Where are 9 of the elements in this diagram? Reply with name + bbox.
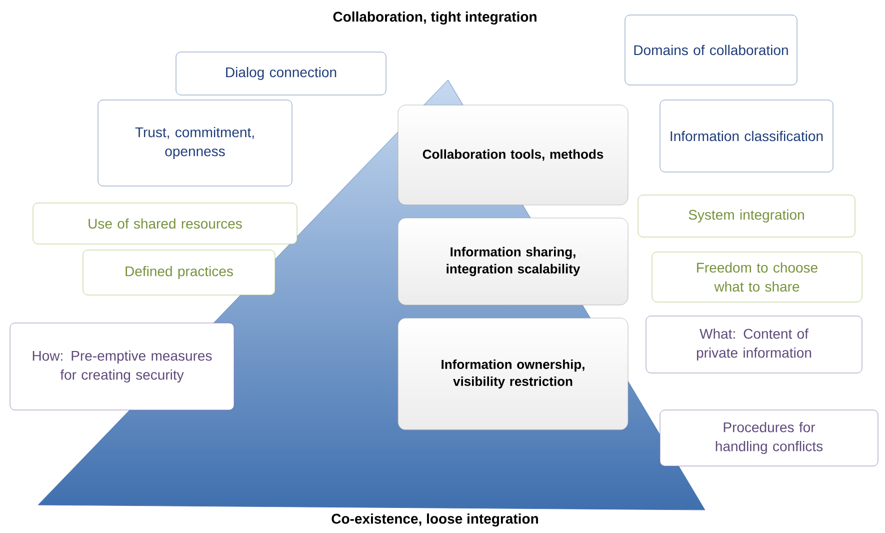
factor-box: What: Content of private information bbox=[646, 316, 862, 374]
factor-box: Procedures for handling conflicts bbox=[660, 410, 878, 466]
factor-box: Freedom to choose what to share bbox=[652, 252, 862, 302]
level-heading: Collaboration, tight integration bbox=[333, 11, 536, 25]
factor-box: Information classification bbox=[660, 100, 834, 172]
factor-box: Domains of collaboration bbox=[624, 14, 798, 86]
factor-box: How: Pre-emptive measures for creating security bbox=[10, 322, 234, 410]
factor-box: System integration bbox=[638, 194, 856, 238]
factor-box: Dialog connection bbox=[176, 52, 386, 96]
